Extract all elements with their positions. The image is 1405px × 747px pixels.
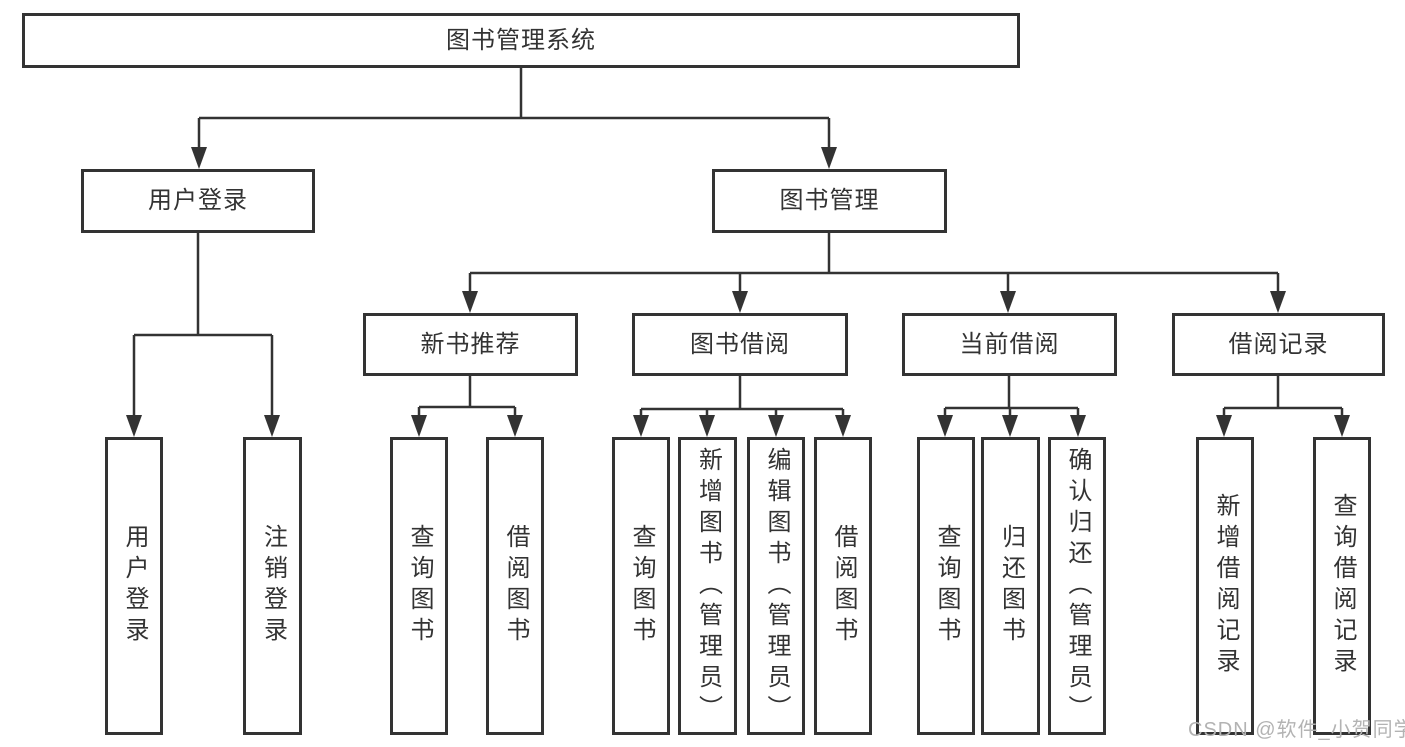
node-current-borrow: 当前借阅 xyxy=(902,313,1117,376)
node-book-borrow: 图书借阅 xyxy=(632,313,848,376)
leaf-query-books-3: 查询图书 xyxy=(917,437,975,735)
leaf-query-borrow-record: 查询借阅记录 xyxy=(1313,437,1371,735)
leaf-edit-book-admin: 编辑图书（管理员） xyxy=(747,437,805,735)
leaf-confirm-return-admin: 确认归还（管理员） xyxy=(1048,437,1106,735)
leaf-user-login: 用户登录 xyxy=(105,437,163,735)
node-root: 图书管理系统 xyxy=(22,13,1020,68)
node-book-management: 图书管理 xyxy=(712,169,947,233)
leaf-borrow-books-1: 借阅图书 xyxy=(486,437,544,735)
node-new-book-recommend: 新书推荐 xyxy=(363,313,578,376)
leaf-add-borrow-record: 新增借阅记录 xyxy=(1196,437,1254,735)
leaf-borrow-books-2: 借阅图书 xyxy=(814,437,872,735)
leaf-query-books-1: 查询图书 xyxy=(390,437,448,735)
leaf-add-book-admin: 新增图书（管理员） xyxy=(678,437,737,735)
leaf-logout: 注销登录 xyxy=(243,437,302,735)
leaf-query-books-2: 查询图书 xyxy=(612,437,670,735)
leaf-return-book: 归还图书 xyxy=(981,437,1040,735)
node-borrow-records: 借阅记录 xyxy=(1172,313,1385,376)
arrowheads xyxy=(126,147,1350,437)
csdn-watermark: CSDN @软件_小贺同学 xyxy=(1188,719,1405,741)
node-user-login: 用户登录 xyxy=(81,169,315,233)
